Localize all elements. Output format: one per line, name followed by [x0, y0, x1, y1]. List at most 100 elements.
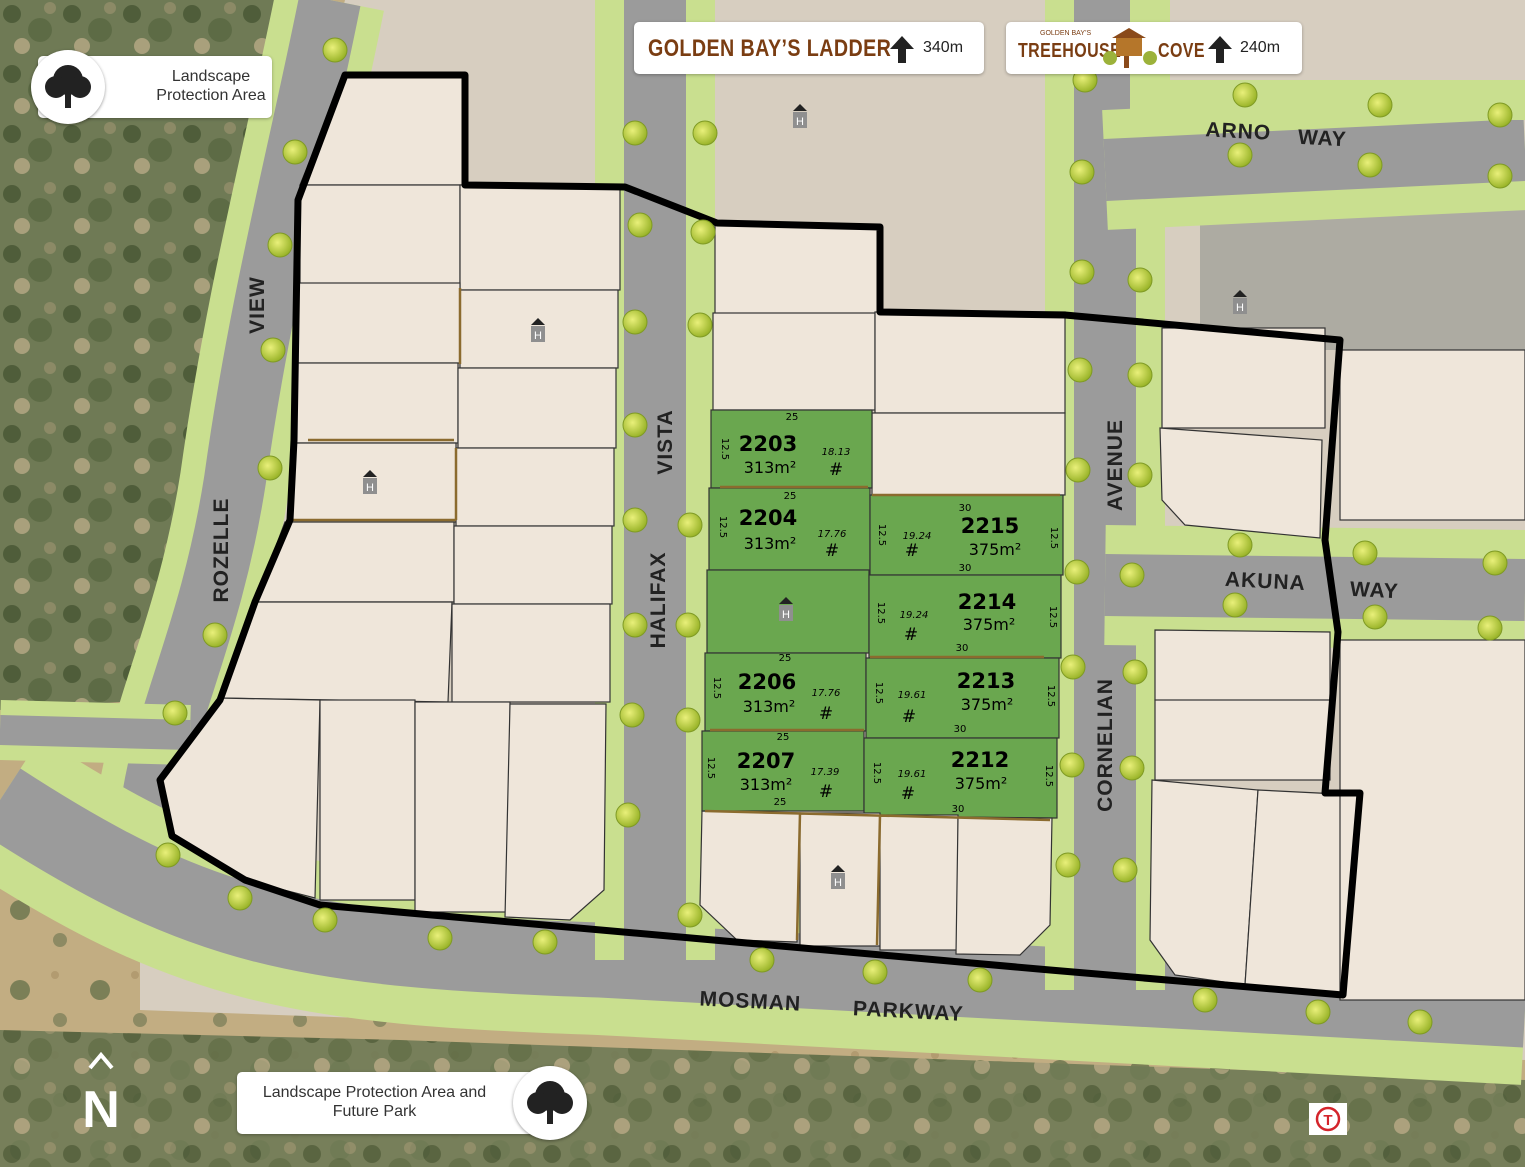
treehouse-logo-icon [1102, 28, 1158, 68]
lot-front-dim: 30 [952, 804, 965, 815]
tree-icon [31, 50, 105, 124]
lot-width-dim: 12.5 [711, 677, 722, 699]
lot-2204[interactable]: 25 12.5 2204 313m² 17.76 # [717, 491, 846, 561]
lot-width-dim: 12.5 [705, 757, 716, 779]
road-label-akuna: AKUNA [1224, 568, 1306, 595]
lot-hash: # [904, 625, 918, 645]
lot-hash: # [905, 541, 919, 561]
lot-width-dim: 12.5 [1048, 527, 1059, 549]
lot-number: 2203 [739, 432, 797, 456]
lot-depth-dim: 18.13 [822, 447, 851, 458]
street-trees [155, 37, 1513, 1035]
lot-2214[interactable]: 12.5 19.24 # 2214 375m² 12.5 30 [875, 590, 1058, 654]
road-label-cornelian: CORNELIAN [1094, 678, 1117, 812]
lot-front-dim: 25 [779, 653, 792, 664]
road-label-mosman: MOSMAN [699, 987, 802, 1015]
lot-2206[interactable]: 25 12.5 2206 313m² 17.76 # [711, 653, 840, 724]
treehouse-callout[interactable]: GOLDEN BAY’S TREEHOUSE COVE 240m [1006, 22, 1302, 74]
lot-number: 2213 [957, 669, 1015, 693]
north-letter: N [82, 1081, 120, 1139]
lot-number: 2214 [958, 590, 1016, 614]
ladder-callout[interactable]: GOLDEN BAY’S LADDER 340m [634, 22, 984, 74]
lot-front-dim: 25 [774, 797, 787, 808]
treehouse-small: GOLDEN BAY’S [1040, 30, 1092, 37]
development-boundary [156, 71, 1364, 999]
arrow-up-icon [888, 34, 916, 64]
lot-width-dim: 12.5 [875, 602, 886, 624]
lot-area: 313m² [744, 534, 797, 553]
lot-depth-dim: 19.24 [900, 610, 929, 621]
lot-number: 2207 [737, 749, 795, 773]
lot-hash: # [819, 704, 833, 724]
lot-width-dim: 12.5 [873, 682, 884, 704]
lot-width-dim: 12.5 [1043, 765, 1054, 787]
lot-number: 2212 [951, 748, 1009, 772]
lot-number: 2206 [738, 670, 796, 694]
lot-hash: # [901, 784, 915, 804]
lot-hash: # [825, 541, 839, 561]
lot-depth-dim: 19.61 [898, 690, 927, 701]
house-icon: H [782, 609, 790, 621]
treehouse-name: TREEHOUSE [1018, 40, 1122, 62]
lot-area: 375m² [961, 695, 1014, 714]
lot-front-dim: 25 [786, 412, 799, 423]
road-label-arno: ARNO [1205, 118, 1272, 144]
lot-depth-dim: 19.61 [898, 769, 927, 780]
house-markers: H H H H H H [363, 104, 1247, 889]
transport-marker: T [1309, 1103, 1347, 1135]
lot-depth-dim: 19.24 [903, 531, 932, 542]
house-icon: H [796, 116, 804, 128]
lot-front-dim: 30 [959, 503, 972, 514]
north-arrow: N [82, 1051, 120, 1139]
ladder-distance: 340m [923, 39, 964, 56]
lot-area: 375m² [969, 540, 1022, 559]
tree-icon [513, 1066, 587, 1140]
lot-depth-dim: 17.76 [812, 688, 841, 699]
lot-2203[interactable]: 25 12.5 2203 313m² 18.13 # [719, 412, 850, 480]
ladder-name: GOLDEN BAY’S LADDER [648, 35, 892, 62]
road-label-view: VIEW [246, 276, 269, 334]
lot-2215[interactable]: 30 12.5 19.24 # 2215 375m² 12.5 30 [876, 503, 1059, 574]
arrow-up-icon [1206, 34, 1234, 64]
lot-width-dim: 12.5 [876, 524, 887, 546]
landscape-callout-bottom: Landscape Protection Area and Future Par… [237, 1072, 537, 1134]
landscape-callout-top-text: Landscape Protection Area [156, 68, 266, 104]
lot-2207[interactable]: 25 12.5 2207 313m² 17.39 # 25 [705, 732, 839, 808]
road-label-arno-way: WAY [1297, 126, 1347, 152]
roads [0, 0, 1525, 1085]
treehouse-distance: 240m [1240, 39, 1281, 56]
lot-area: 313m² [740, 775, 793, 794]
lot-2212[interactable]: 12.5 19.61 # 2212 375m² 12.5 30 [871, 748, 1054, 815]
lot-front-dim: 25 [784, 491, 797, 502]
lot-depth-dim: 17.39 [811, 767, 840, 778]
landscape-callout-bottom-text: Landscape Protection Area and Future Par… [262, 1084, 487, 1120]
road-label-halifax: HALIFAX [647, 552, 670, 649]
lot-number: 2204 [739, 506, 797, 530]
transport-icon: T [1323, 1112, 1332, 1129]
house-icon: H [1236, 302, 1244, 314]
lot-2213[interactable]: 12.5 19.61 # 2213 375m² 12.5 30 [873, 669, 1056, 735]
lot-area: 313m² [744, 458, 797, 477]
lot-front-dim: 30 [956, 643, 969, 654]
lot-area: 375m² [955, 774, 1008, 793]
lot-hash: # [829, 460, 843, 480]
house-icon: H [366, 482, 374, 494]
road-label-rozelle: ROZELLE [210, 498, 233, 603]
lot-width-dim: 12.5 [1047, 606, 1058, 628]
house-icon: H [534, 330, 542, 342]
road-label-avenue: AVENUE [1104, 419, 1127, 511]
lot-width-dim: 12.5 [719, 438, 730, 460]
lot-area: 375m² [963, 615, 1016, 634]
lot-width-dim: 12.5 [717, 516, 728, 538]
treehouse-cove: COVE [1158, 40, 1205, 62]
lots-middle-block [699, 224, 1066, 956]
lot-width-dim: 12.5 [871, 762, 882, 784]
lots-west-block [159, 74, 621, 921]
lot-front-dim: 25 [777, 732, 790, 743]
lot-depth-dim: 17.76 [818, 529, 847, 540]
lot-number: 2215 [961, 514, 1019, 538]
lot-front-dim: 30 [954, 724, 967, 735]
lot-hash: # [902, 707, 916, 727]
